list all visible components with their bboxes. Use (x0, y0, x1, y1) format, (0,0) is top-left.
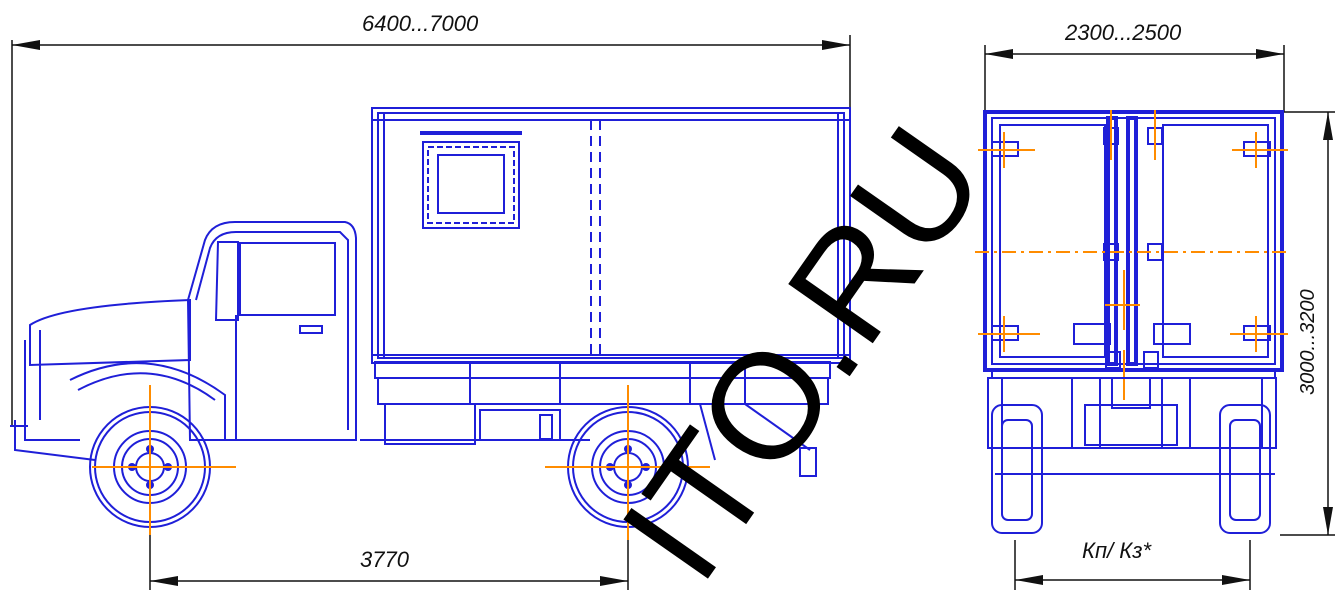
watermark-text: ITO.RU (589, 98, 1017, 591)
body-window (420, 131, 522, 229)
overall-width-dimension: 2300...2500 (984, 20, 1285, 112)
wheelbase-label: 3770 (360, 547, 410, 572)
rear-wheels (991, 404, 1271, 534)
rear-view: 2300...2500 3000...3200 Кп/ Кз* (975, 20, 1335, 590)
track-label: Кп/ Кз* (1082, 538, 1152, 563)
overall-height-label: 3000...3200 (1297, 289, 1319, 395)
track-dimension: Кп/ Кз* (1014, 538, 1251, 590)
watermark: ITO.RU (589, 98, 1017, 591)
overall-height-dimension: 3000...3200 (1280, 111, 1335, 536)
cab (10, 221, 357, 461)
overall-length-label: 6400...7000 (362, 11, 479, 36)
van-body (371, 107, 851, 364)
front-wheel (89, 385, 236, 535)
wheelbase-dimension: 3770 (149, 480, 629, 590)
overall-length-dimension: 6400...7000 (11, 11, 851, 425)
rear-wheel (545, 385, 710, 540)
overall-width-label: 2300...2500 (1064, 20, 1182, 45)
chassis-frame (360, 361, 831, 477)
rear-body (975, 110, 1290, 400)
side-view: 6400...7000 3770 (10, 11, 851, 590)
